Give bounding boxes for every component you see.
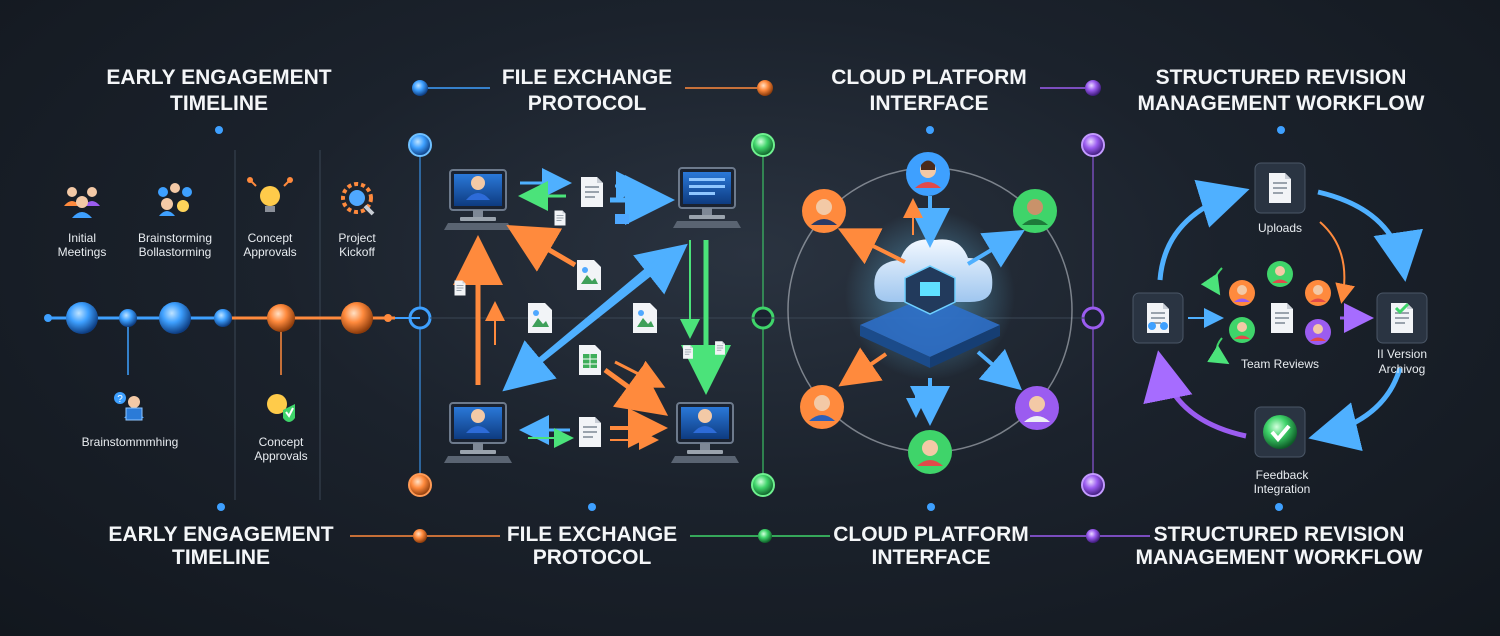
title-bottom-2-line1: FILE EXCHANGE <box>507 523 677 546</box>
timeline-node-5 <box>267 304 295 332</box>
timeline-node-1 <box>66 302 98 334</box>
timeline-label-3-line2: Approvals <box>243 245 296 259</box>
center-document-icon <box>1271 303 1293 333</box>
small-file-icon <box>683 345 693 359</box>
cloud-section <box>787 152 1073 474</box>
timeline-label-4-line1: Project <box>338 231 376 245</box>
approval-check-icon <box>267 394 295 422</box>
divider-node-blue-bot <box>408 473 432 497</box>
check-circle-icon <box>1254 406 1306 458</box>
timeline-node-7 <box>384 314 392 322</box>
title-top-3-line1: CLOUD PLATFORM <box>831 66 1027 89</box>
divider-node-purple-mid <box>1081 306 1105 330</box>
avatar-icon <box>1015 386 1059 430</box>
ideas-icon <box>158 183 192 216</box>
timeline-label-2-line2: Bollastorming <box>139 245 212 259</box>
revision-label-version-line2: Archivog <box>1379 362 1426 376</box>
top-titles: EARLY ENGAGEMENT TIMELINE FILE EXCHANGE … <box>106 66 1424 115</box>
title-bottom-1-line1: EARLY ENGAGEMENT <box>108 523 333 546</box>
spreadsheet-icon <box>579 345 601 375</box>
small-file-icon <box>454 280 466 296</box>
divider-node-green-top <box>751 133 775 157</box>
team-icon <box>64 187 100 218</box>
avatar-icon <box>1229 280 1255 306</box>
document-icon <box>577 260 601 290</box>
timeline-bottom-label-1: Brainstommmhing <box>82 435 179 449</box>
revision-label-feedback-line1: Feedback <box>1256 468 1310 482</box>
title-connectors <box>215 80 1285 543</box>
monitor-icon-bottom-left <box>443 402 513 464</box>
image-file-icon <box>528 303 552 333</box>
title-bottom-2-line2: PROTOCOL <box>533 546 652 569</box>
avatar-icon <box>908 430 952 474</box>
divider-node-purple-bot <box>1081 473 1105 497</box>
avatar-icon <box>906 152 950 196</box>
timeline-section: Initial Meetings Brainstorming Bollastor… <box>44 177 1085 463</box>
title-top-4-line1: STRUCTURED REVISION <box>1156 66 1407 89</box>
timeline-node-start <box>44 314 52 322</box>
version-check-icon <box>1376 292 1428 344</box>
timeline-bottom-label-2-line2: Approvals <box>254 449 307 463</box>
divider-node-purple-top <box>1081 133 1105 157</box>
revision-label-team-reviews: Team Reviews <box>1241 357 1319 371</box>
timeline-node-6 <box>341 302 373 334</box>
revision-section: Uploads Team Reviews II Version Archivog… <box>1132 162 1428 496</box>
avatar-icon <box>1229 317 1255 343</box>
small-file-icon <box>715 341 725 355</box>
revision-label-uploads: Uploads <box>1258 221 1302 235</box>
divider-node-green-bot <box>751 473 775 497</box>
divider-node-blue-top <box>408 133 432 157</box>
timeline-label-1-line1: Initial <box>68 231 96 245</box>
title-bottom-1-line2: TIMELINE <box>172 546 270 569</box>
avatar-icon <box>1267 261 1293 287</box>
monitor-icon-bottom-right <box>670 402 740 464</box>
timeline-bottom-label-2-line1: Concept <box>259 435 304 449</box>
team-review-icon <box>1132 292 1184 344</box>
timeline-label-3-line1: Concept <box>248 231 293 245</box>
title-bottom-4-line1: STRUCTURED REVISION <box>1154 523 1405 546</box>
title-top-4-line2: MANAGEMENT WORKFLOW <box>1138 92 1425 115</box>
document-icon <box>581 177 603 207</box>
title-top-1-line2: TIMELINE <box>170 92 268 115</box>
title-top-3-line2: INTERFACE <box>869 92 988 115</box>
timeline-label-4-line2: Kickoff <box>339 245 375 259</box>
monitor-icon-top-left <box>443 169 513 231</box>
svg-text:?: ? <box>117 394 123 405</box>
monitor-icon-top-right <box>672 167 742 229</box>
title-bottom-4-line2: MANAGEMENT WORKFLOW <box>1136 546 1423 569</box>
avatar-icon <box>802 189 846 233</box>
document-icon <box>579 417 601 447</box>
avatar-icon <box>1305 280 1331 306</box>
avatar-icon <box>1305 319 1331 345</box>
small-file-icon <box>554 210 566 226</box>
timeline-label-1-line2: Meetings <box>58 245 107 259</box>
timeline-node-2 <box>119 309 137 327</box>
lightbulb-icon <box>247 177 293 212</box>
title-bottom-3-line1: CLOUD PLATFORM <box>833 523 1029 546</box>
cloud-server-icon <box>874 239 993 315</box>
revision-label-version-line1: II Version <box>1377 347 1427 361</box>
title-top-2-line1: FILE EXCHANGE <box>502 66 672 89</box>
image-file-icon <box>633 303 657 333</box>
avatar-icon <box>800 385 844 429</box>
avatar-icon <box>1013 189 1057 233</box>
bottom-titles: EARLY ENGAGEMENT TIMELINE FILE EXCHANGE … <box>108 523 1422 569</box>
gear-search-icon <box>341 182 375 216</box>
file-exchange-section <box>443 167 742 464</box>
title-top-2-line2: PROTOCOL <box>528 92 647 115</box>
timeline-node-3 <box>159 302 191 334</box>
title-bottom-3-line2: INTERFACE <box>871 546 990 569</box>
timeline-label-2-line1: Brainstorming <box>138 231 212 245</box>
document-icon <box>1254 162 1306 214</box>
revision-label-feedback-line2: Integration <box>1254 482 1311 496</box>
timeline-node-4 <box>214 309 232 327</box>
title-top-1-line1: EARLY ENGAGEMENT <box>106 66 331 89</box>
question-people-icon: ? <box>114 392 144 421</box>
